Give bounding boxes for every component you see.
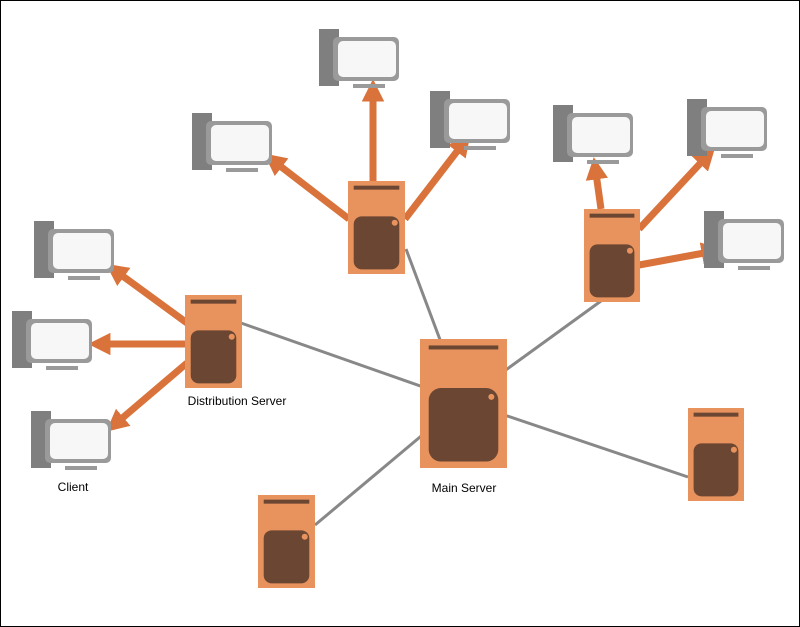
server-led <box>730 446 737 453</box>
monitor-stand <box>46 366 78 370</box>
server <box>420 339 507 468</box>
server-slot <box>589 213 635 218</box>
distribution-server-label: Distribution Server <box>187 394 287 408</box>
monitor-screen <box>31 323 89 359</box>
distribution-arrow <box>402 133 471 222</box>
client-computer <box>192 113 272 172</box>
server-panel <box>428 388 499 462</box>
monitor-screen <box>53 233 111 269</box>
server-panel <box>190 330 237 384</box>
distribution-arrow <box>636 147 716 232</box>
client-computer <box>704 211 784 270</box>
server-panel <box>693 443 739 497</box>
server-panel <box>263 530 310 584</box>
servers <box>185 181 744 588</box>
server-led <box>626 247 633 254</box>
server-slot <box>263 499 310 504</box>
monitor-screen <box>723 223 781 259</box>
server <box>584 209 640 302</box>
monitor-stand <box>68 276 100 280</box>
client-computer <box>687 99 767 158</box>
client-label: Client <box>57 480 89 494</box>
client-computer <box>553 105 633 164</box>
client-computer <box>12 311 92 370</box>
server-slot <box>190 299 237 304</box>
distribution-arrow <box>585 157 608 210</box>
main-server-label: Main Server <box>431 481 497 495</box>
monitor-screen <box>572 117 630 153</box>
distribution-arrows <box>88 79 724 432</box>
server <box>185 295 242 388</box>
monitor-screen <box>338 41 396 77</box>
server-led <box>488 393 495 400</box>
distribution-arrow <box>638 242 724 269</box>
monitor-stand <box>353 84 385 88</box>
monitor-stand <box>464 146 496 150</box>
distribution-arrow <box>105 263 190 326</box>
server <box>258 495 315 588</box>
server-led <box>301 533 308 540</box>
server-led <box>228 333 235 340</box>
monitor-screen <box>449 103 507 139</box>
server-slot <box>428 345 499 350</box>
distribution-arrow <box>106 360 190 432</box>
server <box>688 408 744 501</box>
server-panel <box>353 216 400 270</box>
monitor-stand <box>226 168 258 172</box>
server <box>348 181 405 274</box>
server-panel <box>589 244 635 298</box>
client-computer <box>319 29 399 88</box>
monitor-stand <box>65 466 97 470</box>
monitor-screen <box>50 423 108 459</box>
client-computer <box>430 91 510 150</box>
server-slot <box>693 412 739 417</box>
distribution-arrow <box>263 153 352 222</box>
monitor-stand <box>587 160 619 164</box>
client-computer <box>34 221 114 280</box>
server-slot <box>353 185 400 190</box>
server-led <box>391 219 398 226</box>
monitor-stand <box>721 154 753 158</box>
monitor-screen <box>706 111 764 147</box>
monitor-screen <box>211 125 269 161</box>
client-computers <box>12 29 784 470</box>
client-computer <box>31 411 111 470</box>
monitor-stand <box>738 266 770 270</box>
